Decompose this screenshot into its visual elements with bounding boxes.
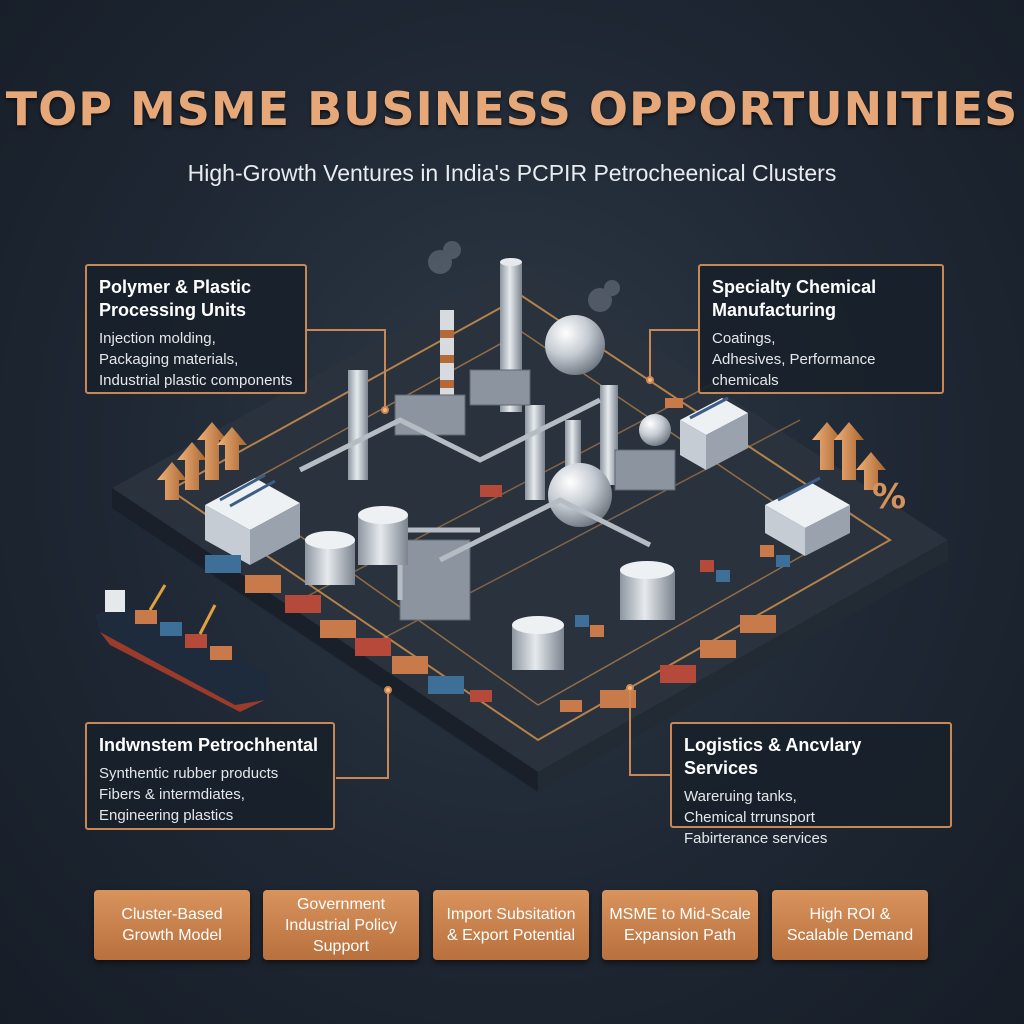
smoke <box>428 241 620 312</box>
cargo-ship-icon <box>95 584 270 712</box>
growth-arrow-icon: % <box>812 422 906 517</box>
storage-sphere <box>545 315 605 375</box>
growth-arrow-icon <box>157 422 247 500</box>
warehouse-icon <box>205 473 300 565</box>
percent-symbol: % <box>872 477 906 517</box>
storage-sphere <box>639 414 671 446</box>
callout-title: Logistics & Ancvlary Services <box>684 735 862 778</box>
pill-high-roi: High ROI &Scalable Demand <box>772 890 928 960</box>
storage-sphere <box>548 463 612 527</box>
truck-icon <box>470 398 683 712</box>
storage-tank-icon <box>305 506 675 670</box>
pill-import-export: Import Subsitation& Export Potential <box>433 890 589 960</box>
container-icon <box>205 545 790 708</box>
page-subtitle: High-Growth Ventures in India's PCPIR Pe… <box>187 160 837 186</box>
callout-items: Injection molding,Packaging materials,In… <box>99 330 293 389</box>
callout-downstream-petrochemical: Indwnstem Petrochhental Synthentic rubbe… <box>85 722 335 830</box>
warehouse-icon <box>765 476 850 556</box>
callout-title: Indwnstem Petrochhental <box>99 735 319 755</box>
warehouse-icon <box>680 396 748 470</box>
connector-lines <box>306 329 698 779</box>
page-title: TOP MSME BUSINESS OPPORTUNITIES <box>5 82 1019 136</box>
callout-logistics: Logistics & Ancvlary Services Wareruing … <box>670 722 952 847</box>
